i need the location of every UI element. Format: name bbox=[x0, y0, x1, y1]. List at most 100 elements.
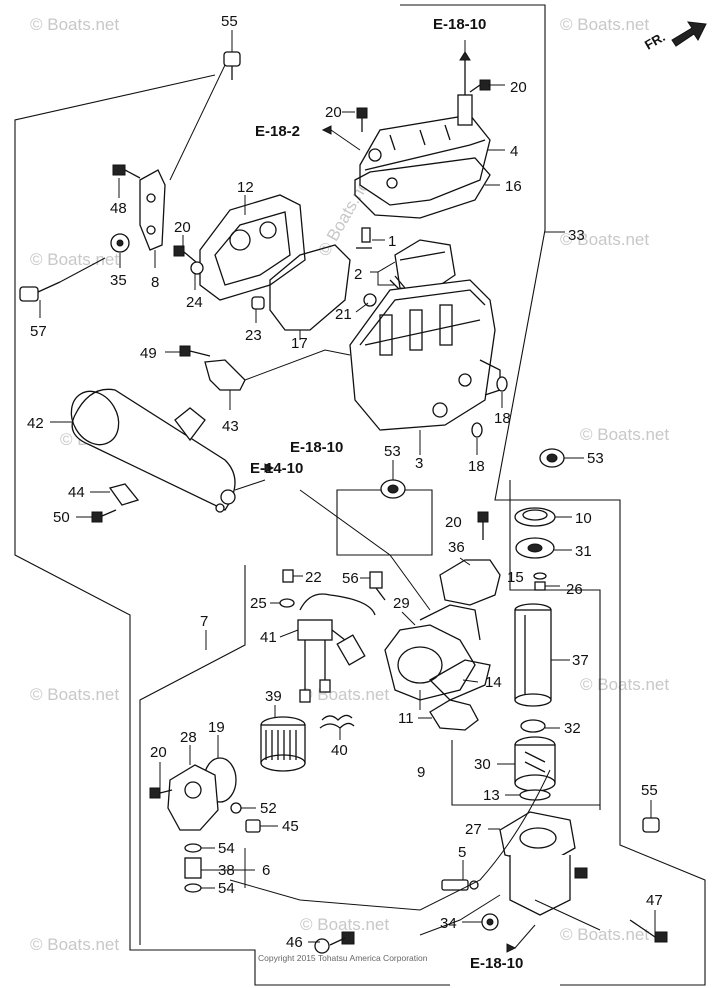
callout: 22 bbox=[305, 569, 322, 586]
svg-text:© Boats.net: © Boats.net bbox=[30, 15, 119, 34]
front-direction-arrow: FR. bbox=[642, 21, 707, 53]
part-34-grommet bbox=[481, 913, 499, 931]
part-1-needle bbox=[356, 227, 372, 249]
callout: 18 bbox=[468, 458, 485, 475]
part-16-gasket bbox=[354, 157, 491, 219]
part-28-housing bbox=[167, 764, 219, 831]
callout: 24 bbox=[186, 294, 203, 311]
callout: 26 bbox=[566, 581, 583, 598]
part-38-spacer bbox=[184, 857, 202, 879]
part-32-oring bbox=[520, 719, 546, 733]
callout: 3 bbox=[415, 455, 423, 472]
part-37-fuel-pump bbox=[514, 603, 552, 707]
leader-lines bbox=[39, 30, 656, 943]
part-5-screw bbox=[441, 879, 479, 891]
part-56-connector bbox=[369, 571, 386, 601]
watermark-layer: © Boats.net © Boats.net © Boats.net © Bo… bbox=[30, 15, 669, 954]
callout: 36 bbox=[448, 539, 465, 556]
callout: 47 bbox=[646, 892, 663, 909]
part-35-grommet bbox=[110, 233, 130, 253]
callout: 45 bbox=[282, 818, 299, 835]
part-41-harness bbox=[297, 593, 376, 703]
callout: 17 bbox=[291, 335, 308, 352]
part-14-gasket bbox=[428, 659, 491, 701]
part-20b-bolt bbox=[356, 107, 368, 132]
callout: 11 bbox=[398, 710, 414, 727]
callout: 20 bbox=[174, 219, 191, 236]
part-40-spring bbox=[319, 714, 355, 729]
callout: 52 bbox=[260, 800, 277, 817]
svg-text:© Boats.net: © Boats.net bbox=[300, 915, 389, 934]
part-47-bolt bbox=[629, 919, 668, 943]
part-55a-bolt bbox=[223, 51, 241, 80]
part-53a-grommet bbox=[380, 479, 406, 499]
callout: 30 bbox=[474, 756, 491, 773]
part-49-bolt bbox=[179, 345, 211, 357]
ref-label-left-mid: E-18-2 bbox=[255, 123, 300, 140]
callout: 40 bbox=[331, 742, 348, 759]
callout: 46 bbox=[286, 934, 303, 951]
copyright-text: Copyright 2015 Tohatsu America Corporati… bbox=[258, 953, 428, 963]
part-44-strap bbox=[108, 483, 140, 506]
ref-label-bottom: E-18-10 bbox=[470, 955, 523, 972]
part-20a-bolt bbox=[469, 79, 491, 93]
callout-numbers: 55 20 4 20 16 12 48 20 1 33 35 8 24 2 57… bbox=[27, 13, 663, 951]
part-45-bolt bbox=[245, 819, 261, 833]
part-39-filter-element bbox=[260, 716, 306, 772]
part-31-cap bbox=[515, 537, 555, 559]
callout: 20 bbox=[150, 744, 167, 761]
callout: 55 bbox=[641, 782, 658, 799]
callout: 4 bbox=[510, 143, 518, 160]
callout: 19 bbox=[208, 719, 225, 736]
callout: 18 bbox=[494, 410, 511, 427]
callout: 20 bbox=[325, 104, 342, 121]
callout: 49 bbox=[140, 345, 157, 362]
svg-text:© Boats.net: © Boats.net bbox=[560, 230, 649, 249]
callout: 48 bbox=[110, 200, 127, 217]
svg-text:© Boats.net: © Boats.net bbox=[560, 15, 649, 34]
callout: 9 bbox=[417, 764, 425, 781]
callout: 41 bbox=[260, 629, 277, 646]
callout: 29 bbox=[393, 595, 410, 612]
callout: 14 bbox=[485, 674, 502, 691]
frame-lines bbox=[14, 4, 706, 986]
callout: 5 bbox=[458, 844, 466, 861]
reference-arrows bbox=[264, 51, 536, 953]
part-27-base bbox=[499, 811, 588, 916]
part-20c-bolt bbox=[173, 245, 197, 263]
part-53b-grommet bbox=[539, 448, 565, 468]
callout: 54 bbox=[218, 840, 235, 857]
part-29-housing bbox=[384, 604, 481, 701]
callout: 44 bbox=[68, 484, 85, 501]
svg-text:© Boats.net: © Boats.net bbox=[30, 935, 119, 954]
part-10-ring bbox=[514, 507, 556, 527]
part-8-bracket bbox=[139, 169, 166, 251]
callout: 28 bbox=[180, 729, 197, 746]
callout: 8 bbox=[151, 274, 159, 291]
part-42-filter bbox=[70, 388, 236, 513]
part-43-clamp bbox=[204, 359, 246, 391]
callout: 57 bbox=[30, 323, 47, 340]
part-13-oring bbox=[519, 789, 551, 801]
callout: 32 bbox=[564, 720, 581, 737]
callout: 53 bbox=[384, 443, 401, 460]
part-4-cover bbox=[359, 60, 491, 206]
part-23-dowel bbox=[251, 296, 265, 310]
part-54a-oring bbox=[184, 843, 202, 853]
callout: 35 bbox=[110, 272, 127, 289]
callout: 43 bbox=[222, 418, 239, 435]
part-3-separator-body bbox=[349, 279, 501, 431]
callout: 13 bbox=[483, 787, 500, 804]
callout: 10 bbox=[575, 510, 592, 527]
callout: 33 bbox=[568, 227, 585, 244]
callout: 39 bbox=[265, 688, 282, 705]
callout: 1 bbox=[388, 233, 396, 250]
part-2-float bbox=[389, 239, 456, 293]
callout: 20 bbox=[445, 514, 462, 531]
ref-label-center-a: E-18-10 bbox=[290, 439, 343, 456]
part-20d-bolt bbox=[477, 511, 489, 540]
part-25-washer bbox=[279, 598, 295, 608]
part-55b-bolt bbox=[642, 817, 660, 833]
part-17-gasket bbox=[269, 244, 351, 331]
